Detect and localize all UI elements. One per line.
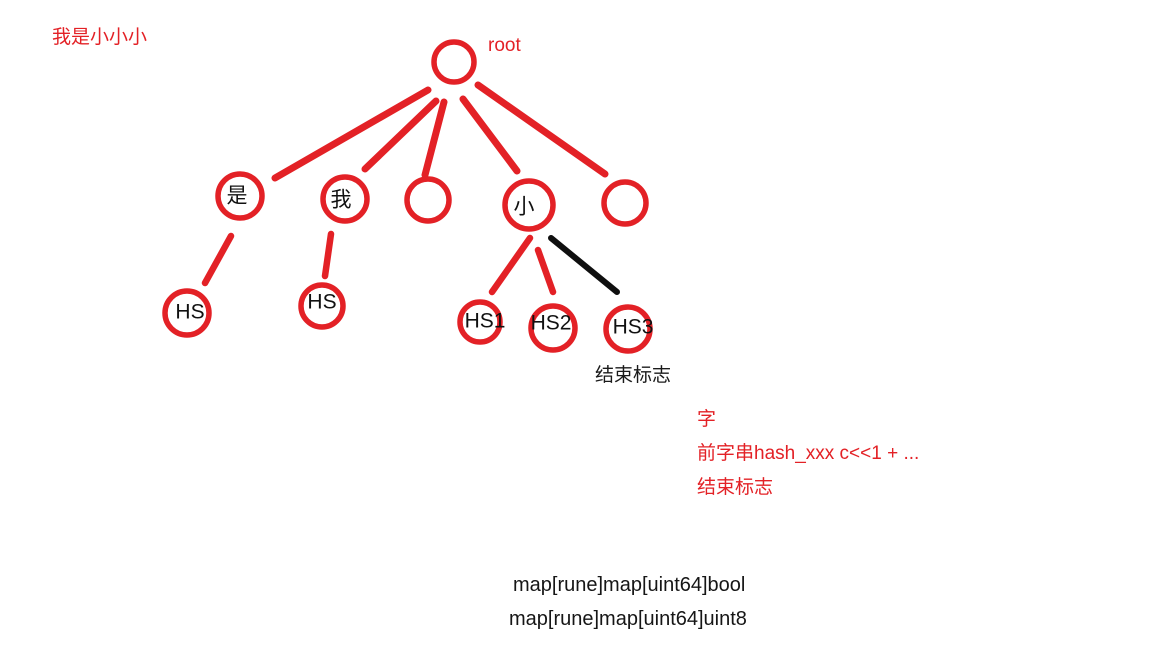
tree-node-label-hs-a: HS bbox=[175, 301, 204, 324]
tree-edge-wo-hs bbox=[321, 230, 335, 280]
tree-edge-root-empty-1 bbox=[421, 98, 448, 179]
tree-edge-xiao-hs1 bbox=[488, 234, 534, 296]
tree-node-label-wo: 我 bbox=[331, 189, 352, 212]
tree-node-label-hs1: HS1 bbox=[465, 310, 506, 333]
code-map-uint8: map[rune]map[uint64]uint8 bbox=[509, 608, 747, 630]
tree-node-hs-b bbox=[298, 282, 346, 330]
tree-edge-root-empty-2 bbox=[474, 81, 609, 178]
tree-node-xiao bbox=[502, 178, 556, 232]
tree-edge-root-shi bbox=[271, 86, 432, 182]
tree-node-hs1 bbox=[457, 299, 503, 345]
tree-node-wo bbox=[320, 174, 370, 224]
end-flag-label: 结束标志 bbox=[595, 365, 672, 386]
tree-node-root bbox=[431, 39, 477, 85]
tree-edge-root-wo bbox=[361, 97, 440, 173]
tree-edge-xiao-hs2 bbox=[534, 246, 557, 296]
tree-node-label-xiao: 小 bbox=[514, 196, 535, 219]
tree-node-empty-2 bbox=[601, 179, 649, 227]
tree-node-label-shi: 是 bbox=[227, 185, 248, 208]
tree-node-label-hs3: HS3 bbox=[613, 316, 654, 339]
note-prefix-hash: 前字串hash_xxx c<<1 + ... bbox=[697, 443, 920, 464]
tree-node-hs-a bbox=[162, 288, 212, 338]
root-label: root bbox=[488, 35, 521, 56]
tree-node-label-hs-b: HS bbox=[307, 291, 336, 314]
tree-node-empty-1 bbox=[404, 176, 452, 224]
tree-node-hs3 bbox=[603, 304, 653, 354]
code-map-bool: map[rune]map[uint64]bool bbox=[513, 574, 746, 596]
tree-edge-shi-hs bbox=[201, 232, 235, 287]
title-text: 我是小小小 bbox=[52, 27, 148, 48]
tree-edge-xiao-hs3 bbox=[548, 235, 620, 295]
tree-node-shi bbox=[215, 171, 265, 221]
note-end-flag: 结束标志 bbox=[697, 477, 774, 498]
tree-edge-root-xiao bbox=[459, 95, 521, 175]
tree-node-label-hs2: HS2 bbox=[531, 312, 572, 335]
tree-node-hs2 bbox=[528, 303, 578, 353]
note-char: 字 bbox=[697, 409, 717, 430]
